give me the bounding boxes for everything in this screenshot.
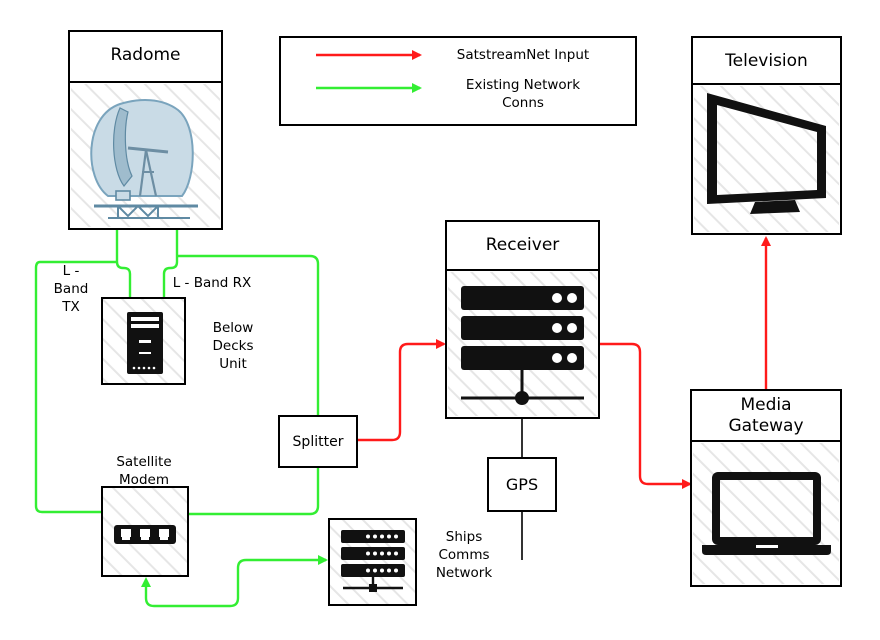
legend-existing-label-line1: Existing Network [465,77,581,93]
receiver-title: Receiver [485,235,560,255]
satellite-modem-node [101,486,189,577]
media-gateway-title: Media Gateway [691,395,841,437]
radome-splitter-link [177,254,320,416]
lband-rx-link [162,229,179,298]
ships-comms-label-line3: Network [435,565,493,581]
server-rack-icon [461,286,584,405]
ships-comms-label-line1: Ships [445,529,483,545]
desktop-tower-icon [127,312,163,374]
gps-box [487,457,557,512]
modem-ships-comms-link [141,555,328,608]
below-decks-label-line3: Unit [219,356,247,372]
legend-existing-label-line2: Conns [502,95,544,111]
radome-node [68,30,223,230]
satstreamnet-input-connections [357,236,771,489]
ships-comms-label: Ships Comms Network [424,528,504,582]
below-decks-node [101,297,186,385]
lband-tx-link [115,229,132,298]
media-gateway-title-line1: Media [740,395,792,415]
below-decks-label-line2: Decks [212,338,254,354]
splitter-receiver-link [357,339,446,442]
television-node [691,36,842,235]
gps-label: GPS [505,475,539,494]
legend [279,36,637,126]
radome-title: Radome [110,45,181,65]
below-decks-label: Below Decks Unit [198,319,268,373]
satellite-modem-label-line1: Satellite [116,454,172,470]
existing-network-connections [34,229,328,608]
satellite-modem-label: Satellite Modem [104,453,184,489]
radome-dish-icon [90,99,198,219]
radome-modem-loop [34,260,117,514]
below-decks-label-line1: Below [212,320,254,336]
receiver-node [445,220,600,419]
media-gateway-title-line2: Gateway [728,416,804,436]
television-title: Television [725,51,808,71]
lband-tx-label-line3: TX [62,299,80,315]
legend-existing-label: Existing Network Conns [438,76,608,112]
legend-input-label: SatstreamNet Input [456,47,590,63]
small-server-rack-icon [341,530,405,592]
splitter-modem-link [188,467,320,516]
ships-comms-node [328,518,417,606]
lband-tx-label: L - Band TX [46,262,96,316]
lband-tx-label-line2: Band [53,281,89,297]
splitter-label: Splitter [292,434,344,450]
network-switch-icon [114,525,176,544]
splitter-box [278,415,358,468]
media-gateway-node [690,389,842,587]
television-icon [707,93,826,214]
lband-tx-label-line1: L - [62,263,80,279]
satellite-modem-label-line2: Modem [119,472,169,488]
receiver-gateway-link [600,342,692,489]
laptop-icon [702,472,831,555]
ships-comms-label-line2: Comms [438,547,490,563]
lband-rx-label: L - Band RX [172,275,252,291]
